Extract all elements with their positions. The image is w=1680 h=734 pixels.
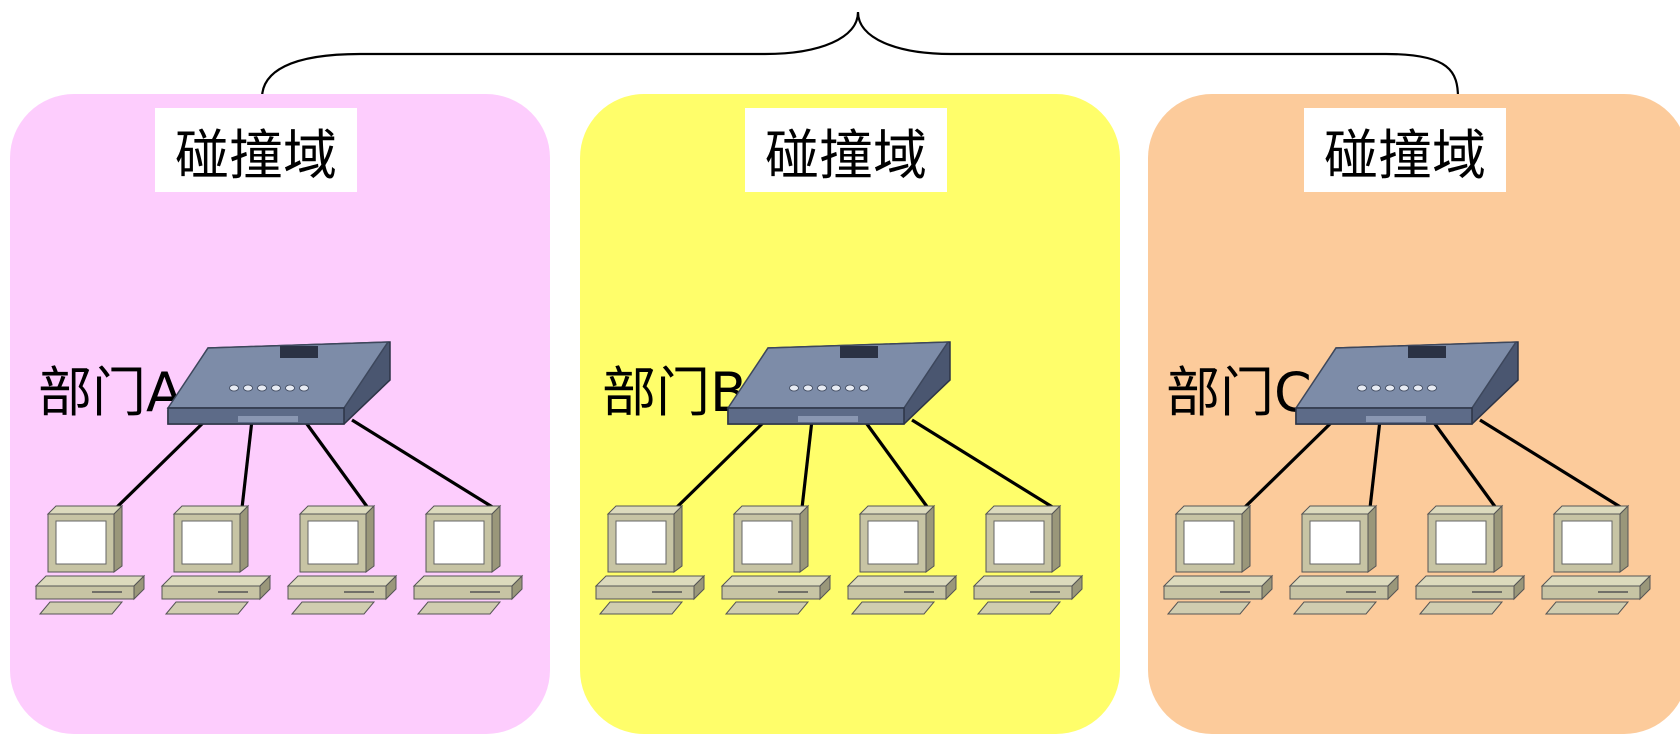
collision-domain-c: 碰撞域 部门C [1148, 94, 1680, 734]
network-group [1162, 341, 1652, 615]
computer-icon [846, 504, 958, 615]
network-cable [240, 419, 254, 509]
collision-domain-title: 碰撞域 [745, 108, 947, 192]
computer-icon [594, 504, 706, 615]
network-cable [674, 418, 768, 510]
network-group [594, 341, 1084, 615]
computer-icon [1162, 504, 1274, 615]
computer-icon [286, 504, 398, 615]
network-cable [302, 419, 370, 509]
network-cable [1430, 419, 1498, 509]
network-cable [1368, 419, 1382, 509]
computer-icon [972, 504, 1084, 615]
top-brace [260, 11, 1460, 99]
computer-icon [1414, 504, 1526, 615]
computer-icon [1288, 504, 1400, 615]
computer-icon [34, 504, 146, 615]
collision-domain-title: 碰撞域 [1304, 108, 1506, 192]
computer-icon [720, 504, 832, 615]
department-label: 部门B [602, 361, 748, 424]
computer-icon [160, 504, 272, 615]
network-cable [1479, 418, 1623, 510]
network-cable [800, 419, 814, 509]
switch-icon [726, 341, 951, 425]
network-cable [351, 418, 495, 510]
switch-icon [166, 341, 391, 425]
collision-domain-a: 碰撞域 部门A [10, 94, 550, 734]
collision-domain-title: 碰撞域 [155, 108, 357, 192]
switch-icon [1294, 341, 1519, 425]
computer-icon [1540, 504, 1652, 615]
network-cable [1242, 418, 1336, 510]
network-cable [114, 418, 208, 510]
collision-domain-b: 碰撞域 部门B [580, 94, 1120, 734]
network-cable [911, 418, 1055, 510]
department-label: 部门A [38, 361, 183, 424]
collision-domain-diagram: 碰撞域 部门A 碰撞域 部门B 碰撞域 部门C [10, 11, 1680, 734]
computer-icon [412, 504, 524, 615]
department-label: 部门C [1166, 361, 1312, 424]
network-group [34, 341, 524, 615]
network-cable [862, 419, 930, 509]
